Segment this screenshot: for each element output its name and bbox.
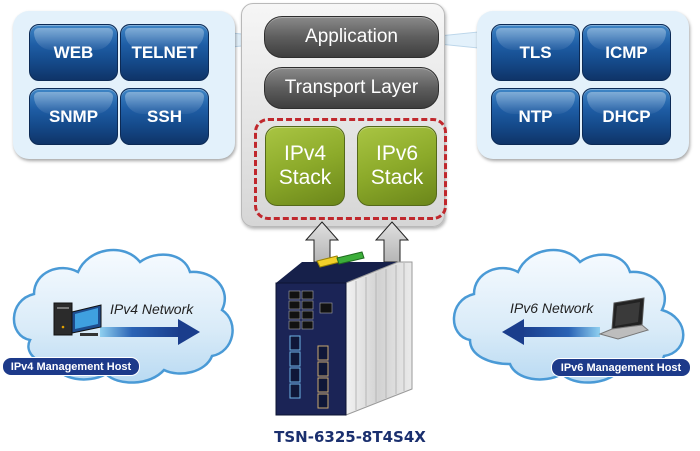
snmp-label: SNMP: [48, 106, 99, 126]
laptop-icon: [598, 297, 650, 340]
ipv4-stack-line2: Stack: [278, 166, 332, 189]
ipv6-stack-line1: IPv6: [375, 142, 419, 165]
transport-layer: Transport Layer: [264, 67, 439, 109]
icmp-protocol: ICMP: [582, 24, 671, 81]
ipv6-host-badge: IPv6 Management Host: [551, 358, 691, 377]
up-arrow-ipv4: [304, 221, 340, 263]
ipv4-host-badge: IPv4 Management Host: [2, 357, 140, 376]
ntp-protocol: NTP: [491, 88, 580, 145]
application-layer: Application: [264, 16, 439, 58]
dual-stack-outline: [254, 118, 447, 220]
ipv4-host-label: IPv4 Management Host: [10, 360, 132, 373]
application-label: Application: [305, 26, 398, 47]
ipv4-arrow-right: [100, 319, 200, 345]
ipv4-stack-line1: IPv4: [283, 142, 327, 165]
ipv6-network-label: IPv6 Network: [510, 300, 594, 316]
tls-label: TLS: [519, 42, 552, 62]
icmp-label: ICMP: [605, 42, 648, 62]
switch-device: [275, 251, 413, 416]
ipv4-stack: IPv4 Stack: [265, 126, 345, 206]
ipv6-stack: IPv6 Stack: [357, 126, 437, 206]
up-arrow-ipv6: [374, 221, 410, 263]
desktop-pc-icon: [53, 302, 102, 336]
web-protocol: WEB: [29, 24, 118, 81]
snmp-protocol: SNMP: [29, 88, 118, 145]
ipv6-arrow-left: [502, 319, 600, 345]
ipv6-stack-line2: Stack: [370, 166, 424, 189]
transport-label: Transport Layer: [284, 77, 419, 98]
ipv4-cloud: [12, 248, 234, 384]
ipv4-network-label: IPv4 Network: [110, 301, 194, 317]
telnet-label: TELNET: [131, 42, 198, 62]
dhcp-label: DHCP: [602, 106, 651, 126]
web-label: WEB: [53, 42, 94, 62]
dhcp-protocol: DHCP: [582, 88, 671, 145]
ssh-protocol: SSH: [120, 88, 209, 145]
ipv6-host-label: IPv6 Management Host: [560, 361, 682, 374]
telnet-protocol: TELNET: [120, 24, 209, 81]
ntp-label: NTP: [518, 106, 553, 126]
ssh-label: SSH: [147, 106, 182, 126]
ipv6-cloud: [452, 248, 685, 384]
tls-protocol: TLS: [491, 24, 580, 81]
device-model-name: TSN-6325-8T4S4X: [274, 428, 426, 446]
